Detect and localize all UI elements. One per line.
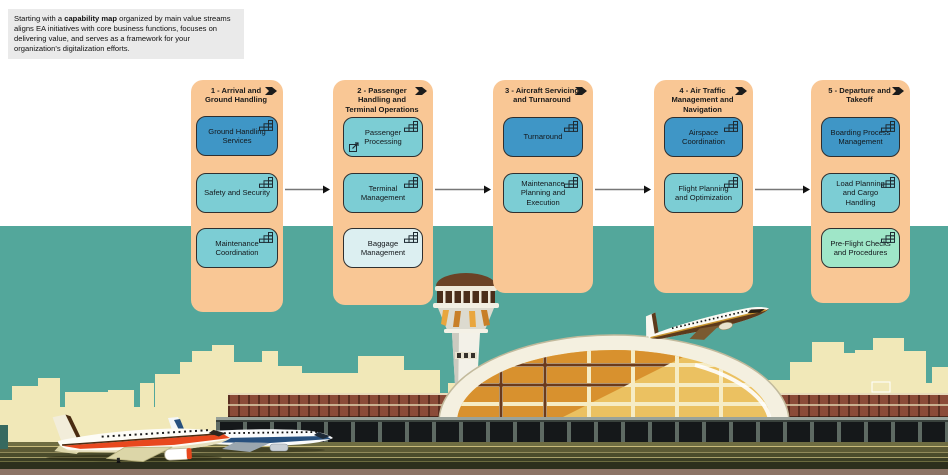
capability-label: Boarding Process Management	[830, 127, 891, 146]
value-stream-title: 3 - Aircraft Servicing and Turnaround	[505, 86, 579, 105]
capability-flight-planning-and-optimization[interactable]: Flight Planning and Optimization	[664, 173, 743, 213]
capability-grid-icon	[881, 121, 895, 132]
value-stream-3-aircraft-servicing[interactable]: 3 - Aircraft Servicing and Turnaround Tu…	[493, 80, 593, 293]
terminal-colonnade	[216, 417, 948, 442]
capability-baggage-management[interactable]: Baggage Management	[343, 228, 423, 268]
capability-label: Turnaround	[523, 132, 563, 142]
capability-grid-icon	[724, 121, 738, 132]
capability-grid-icon	[404, 121, 418, 132]
value-stream-2-passenger-handling[interactable]: 2 - Passenger Handling and Terminal Oper…	[333, 80, 433, 305]
capability-boarding-process-management[interactable]: Boarding Process Management	[821, 117, 900, 157]
capability-grid-icon	[404, 177, 418, 188]
capability-grid-icon	[259, 232, 273, 243]
capability-label: Ground Handling Services	[208, 126, 266, 145]
jetway-edge	[0, 425, 8, 449]
capability-label: Terminal Management	[360, 183, 406, 202]
terminal-dome	[438, 334, 790, 422]
value-stream-icon	[415, 87, 427, 95]
capability-pre-flight-checks-and-procedures[interactable]: Pre-Flight Checks and Procedures	[821, 228, 900, 268]
value-stream-title: 2 - Passenger Handling and Terminal Oper…	[345, 86, 419, 114]
flow-arrow-3[interactable]	[594, 184, 652, 195]
capability-label: Safety and Security	[204, 188, 270, 198]
capability-grid-icon	[259, 120, 273, 131]
capability-grid-icon	[881, 177, 895, 188]
capability-label: Pre-Flight Checks and Procedures	[830, 238, 891, 257]
capability-grid-icon	[564, 177, 578, 188]
capability-grid-icon	[724, 177, 738, 188]
capability-grid-icon	[404, 232, 418, 243]
capability-label: Airspace Coordination	[681, 127, 726, 146]
value-stream-icon	[892, 87, 904, 95]
flow-arrow-4[interactable]	[754, 184, 811, 195]
value-stream-icon	[575, 87, 587, 95]
value-stream-icon	[735, 87, 747, 95]
capability-label: Load Planning and Cargo Handling	[836, 179, 885, 207]
capability-airspace-coordination[interactable]: Airspace Coordination	[664, 117, 743, 157]
capability-safety-and-security[interactable]: Safety and Security	[196, 173, 278, 213]
value-stream-title: 1 - Arrival and Ground Handling	[204, 86, 267, 105]
flow-arrow-2[interactable]	[434, 184, 492, 195]
description-text: Starting with a	[14, 14, 65, 23]
capability-label: Maintenance Planning and Execution	[520, 179, 566, 207]
flying-airplane	[645, 307, 770, 340]
capability-load-planning-and-cargo-handling[interactable]: Load Planning and Cargo Handling	[821, 173, 900, 213]
capability-label: Passenger Processing	[364, 127, 402, 146]
taxiing-airplane-red	[46, 414, 231, 463]
value-stream-title: 5 - Departure and Takeoff	[828, 86, 891, 105]
value-stream-icon	[265, 87, 277, 95]
capability-ground-handling-services[interactable]: Ground Handling Services	[196, 116, 278, 156]
description-text-tail: organized by main value streams aligns E…	[14, 14, 231, 54]
capability-maintenance-planning-and-execution[interactable]: Maintenance Planning and Execution	[503, 173, 583, 213]
value-stream-4-air-traffic-management[interactable]: 4 - Air Traffic Management and Navigatio…	[654, 80, 753, 293]
value-stream-1-arrival-and-ground-handling[interactable]: 1 - Arrival and Ground Handling Ground H…	[191, 80, 283, 312]
value-stream-5-departure-and-takeoff[interactable]: 5 - Departure and Takeoff Boarding Proce…	[811, 80, 910, 303]
capability-label: Maintenance Coordination	[215, 238, 259, 257]
capability-grid-icon	[881, 232, 895, 243]
flow-arrow-1[interactable]	[284, 184, 331, 195]
description-bold-term: capability map	[64, 14, 117, 23]
capability-maintenance-coordination[interactable]: Maintenance Coordination	[196, 228, 278, 268]
value-stream-title: 4 - Air Traffic Management and Navigatio…	[671, 86, 734, 114]
capability-turnaround[interactable]: Turnaround	[503, 117, 583, 157]
capability-passenger-processing[interactable]: Passenger Processing	[343, 117, 423, 157]
capability-label: Baggage Management	[360, 238, 406, 257]
capability-grid-icon	[564, 121, 578, 132]
description-box: Starting with a capability map organized…	[8, 9, 244, 60]
capability-terminal-management[interactable]: Terminal Management	[343, 173, 423, 213]
external-link-icon[interactable]	[349, 142, 359, 152]
capability-label: Flight Planning and Optimization	[675, 183, 732, 202]
capability-grid-icon	[259, 177, 273, 188]
